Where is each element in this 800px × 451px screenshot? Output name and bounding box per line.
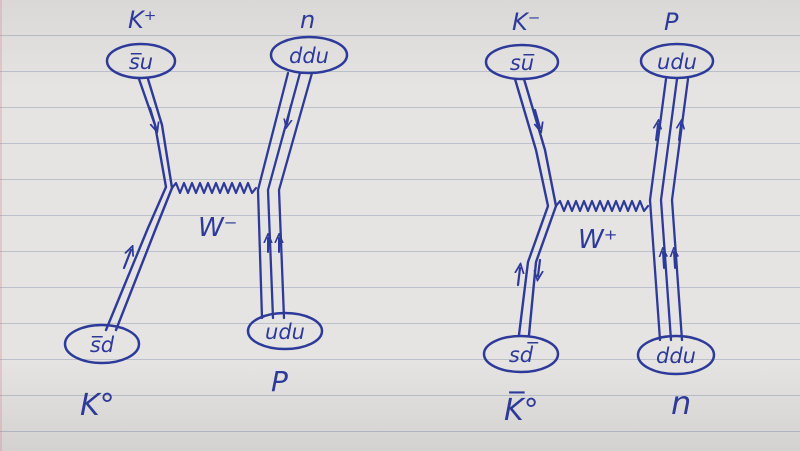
right-baryon-arrow-up-top (656, 124, 658, 141)
right-quark-line-inner (522, 77, 558, 337)
right-top-left-particle-label: K⁻ (512, 8, 540, 36)
left-top-left-hadron-ellipse (105, 42, 177, 80)
left-bottom-left-particle-label: K° (80, 388, 115, 423)
right-lower-arrow-down (538, 258, 540, 276)
left-baryon-line-3 (277, 71, 314, 320)
right-upper-arrow-down (535, 108, 540, 128)
left-top-right-quark-content: ddu (289, 44, 329, 68)
right-baryon-arrow-up-top-2 (679, 124, 681, 141)
right-baryon-arrow-up-bottom (663, 252, 664, 269)
left-bottom-left-hadron-ellipse (63, 323, 141, 365)
right-lower-arrow-up (518, 268, 520, 287)
right-quark-line-outer (513, 77, 550, 337)
left-baryon-line-1 (256, 71, 290, 320)
left-baryon-line-2 (266, 71, 302, 320)
left-upper-arrow-down (148, 106, 156, 128)
right-top-right-particle-label: P (664, 8, 679, 36)
right-bottom-right-hadron-ellipse (636, 334, 716, 376)
left-bottom-left-quark-content: s̅d (90, 333, 115, 357)
right-baryon-arrow-up-bottom-2 (674, 252, 675, 269)
right-top-left-quark-content: su̅ (510, 51, 535, 75)
right-top-right-quark-content: udu (657, 50, 697, 74)
right-top-left-hadron-ellipse (484, 43, 560, 81)
left-baryon-arrow-down (287, 104, 291, 124)
right-diagram: K⁻ su̅ P udu W⁺ sd (482, 8, 716, 428)
right-bottom-right-quark-content: ddu (656, 344, 696, 368)
right-w-boson-label: W⁺ (578, 225, 617, 255)
left-top-left-quark-content: s̅u (129, 50, 153, 74)
right-bottom-left-particle-label: K̅° (504, 391, 539, 428)
left-w-boson-label: W⁻ (198, 213, 237, 243)
right-baryon-line-2 (659, 77, 679, 342)
left-quark-line-inner (114, 77, 174, 332)
left-diagram: K⁺ s̅u n ddu W⁻ s̅d K° (63, 6, 349, 423)
left-top-right-hadron-ellipse (269, 35, 349, 75)
right-w-boson-propagator (554, 199, 650, 213)
left-bottom-right-hadron-ellipse (246, 311, 324, 351)
right-bottom-left-hadron-ellipse (482, 334, 560, 374)
right-baryon-line-1 (648, 77, 668, 342)
left-bottom-right-particle-label: P (271, 365, 288, 398)
left-bottom-right-quark-content: udu (265, 320, 305, 344)
right-bottom-left-quark-content: sd̅ (509, 341, 539, 367)
page-margin-line (0, 0, 2, 451)
right-baryon-line-3 (670, 77, 690, 342)
left-top-right-particle-label: n (300, 6, 315, 34)
right-bottom-right-particle-label: n (671, 384, 691, 422)
left-lower-arrow-up (122, 250, 131, 270)
left-w-boson-propagator (170, 181, 258, 195)
left-quark-line-outer (104, 77, 168, 332)
left-top-left-particle-label: K⁺ (128, 6, 156, 34)
